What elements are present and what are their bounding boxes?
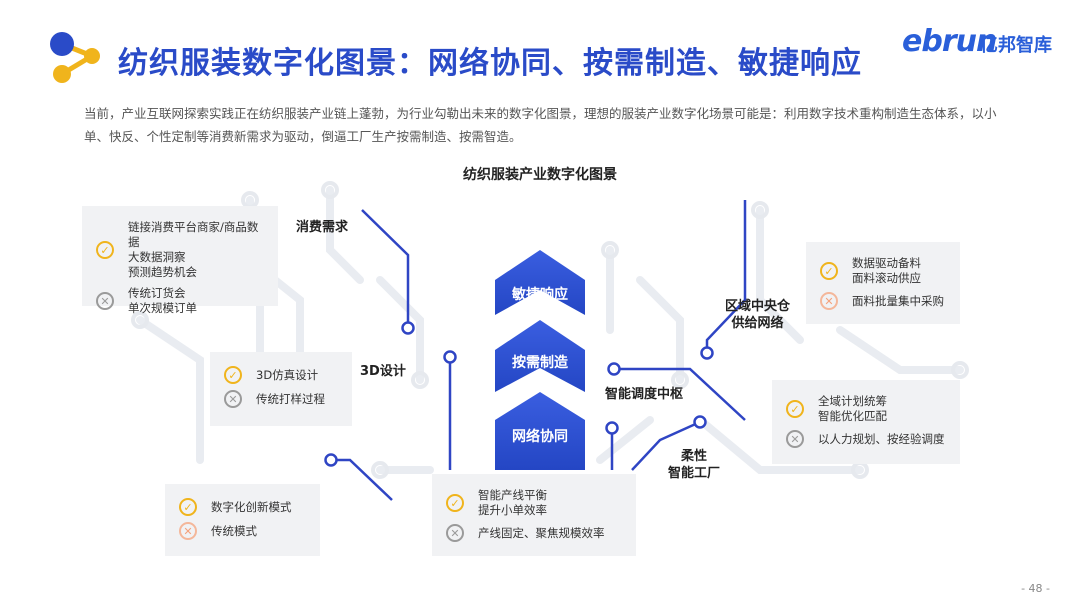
check-icon: ✓ — [820, 262, 838, 280]
cross-icon: ✕ — [446, 524, 464, 542]
list-item: ✕产线固定、聚焦规模效率 — [446, 524, 622, 542]
cross-icon: ✕ — [786, 430, 804, 448]
list-item: ✕传统打样过程 — [224, 390, 338, 408]
brand-logo-cn: 亿邦智库 — [980, 35, 1052, 56]
list-item: ✓3D仿真设计 — [224, 366, 338, 384]
molecule-logo-icon — [50, 32, 100, 83]
box-warehouse: ✓数据驱动备料 面料滚动供应 ✕面料批量集中采购 — [806, 242, 960, 324]
check-icon: ✓ — [786, 400, 804, 418]
page-number: - 48 - — [1021, 582, 1050, 595]
page-title: 纺织服装数字化图景：网络协同、按需制造、敏捷响应 — [118, 46, 862, 81]
node-consumer-demand: 消费需求 — [296, 220, 349, 235]
diagram-title: 纺织服装产业数字化图景 — [463, 167, 617, 183]
check-icon: ✓ — [446, 494, 464, 512]
check-icon: ✓ — [179, 498, 197, 516]
node-3d-design: 3D设计 — [360, 364, 406, 379]
node-dispatch-hub: 智能调度中枢 — [605, 387, 684, 402]
brand-logo-text: ebrun — [902, 24, 997, 59]
list-item: ✕传统模式 — [179, 522, 306, 540]
cross-icon: ✕ — [820, 292, 838, 310]
list-item: ✓数字化创新模式 — [179, 498, 306, 516]
cross-icon: ✕ — [224, 390, 242, 408]
cross-icon: ✕ — [179, 522, 197, 540]
list-item: ✓全域计划统筹 智能优化匹配 — [786, 394, 946, 424]
list-item: ✓数据驱动备料 面料滚动供应 — [820, 256, 946, 286]
stack-label-agile: 敏捷响应 — [512, 287, 568, 303]
stack-label-network: 网络协同 — [512, 429, 568, 445]
intro-paragraph: 当前，产业互联网探索实践正在纺织服装产业链上蓬勃，为行业勾勒出未来的数字化图景，… — [84, 106, 997, 144]
box-dispatch: ✓全域计划统筹 智能优化匹配 ✕以人力规划、按经验调度 — [772, 380, 960, 464]
list-item: ✓链接消费平台商家/商品数据 大数据洞察 预测趋势机会 — [96, 220, 264, 280]
cross-icon: ✕ — [96, 292, 114, 310]
check-icon: ✓ — [96, 241, 114, 259]
list-item: ✕传统订货会 单次规模订单 — [96, 286, 264, 316]
list-item: ✕面料批量集中采购 — [820, 292, 946, 310]
box-design: ✓3D仿真设计 ✕传统打样过程 — [210, 352, 352, 426]
node-flexible-factory: 柔性 智能工厂 — [668, 449, 721, 481]
stack-label-on-demand: 按需制造 — [512, 355, 568, 371]
box-consumer: ✓链接消费平台商家/商品数据 大数据洞察 预测趋势机会 ✕传统订货会 单次规模订… — [82, 206, 278, 315]
box-production: ✓智能产线平衡 提升小单效率 ✕产线固定、聚焦规模效率 — [432, 474, 636, 556]
node-regional-warehouse: 区域中央仓 供给网络 — [725, 299, 791, 331]
list-item: ✕以人力规划、按经验调度 — [786, 430, 946, 448]
list-item: ✓智能产线平衡 提升小单效率 — [446, 488, 622, 518]
check-icon: ✓ — [224, 366, 242, 384]
box-innovation: ✓数字化创新模式 ✕传统模式 — [165, 484, 320, 556]
